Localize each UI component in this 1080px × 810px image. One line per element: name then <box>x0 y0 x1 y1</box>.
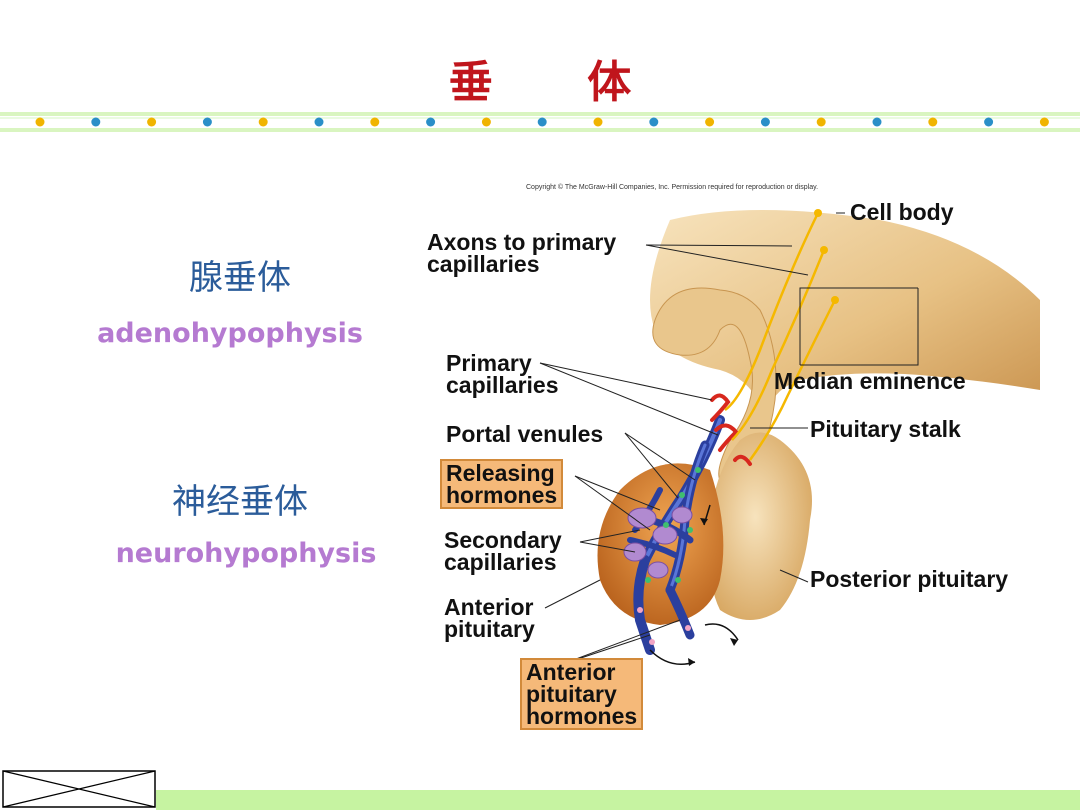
divider-dot <box>314 117 324 127</box>
divider-dot <box>816 117 826 127</box>
divider-dot <box>258 117 268 127</box>
label-anterior-pituitary-hormones: Anterior pituitary hormones <box>520 658 644 730</box>
pituitary-portal-diagram: Copyright © The McGraw-Hill Companies, I… <box>420 180 1060 740</box>
divider-dot <box>35 117 45 127</box>
label-axons-to-primary-capillaries: Axons to primary capillaries <box>427 229 617 277</box>
label-secondary-capillaries: Secondary capillaries <box>444 527 562 575</box>
copyright-notice: Copyright © The McGraw-Hill Companies, I… <box>526 184 819 191</box>
hypothalamus-tissue <box>650 210 1040 420</box>
label-releasing-hormones: Releasing hormones <box>440 459 564 509</box>
adenohypophysis-label: adenohypophysis <box>97 318 363 349</box>
hormone-flow-arrow <box>649 649 696 665</box>
divider-dot <box>91 117 101 127</box>
label-anterior-pituitary: Anterior pituitary <box>444 594 535 642</box>
divider-dot <box>872 117 882 127</box>
divider-dot <box>1039 117 1049 127</box>
divider-dot <box>481 117 491 127</box>
hormone-dots <box>645 467 701 583</box>
neuron-cell-bodies <box>814 209 839 304</box>
neuron-axons <box>724 212 837 461</box>
label-primary-capillaries: Primary capillaries <box>446 350 559 398</box>
divider-dot <box>537 117 547 127</box>
neurohypophysis-label: neurohypophysis <box>115 538 377 569</box>
primary-capillaries-red <box>710 393 752 466</box>
label-cell-body: Cell body <box>850 199 954 225</box>
infundibulum <box>652 287 777 481</box>
divider-dot <box>649 117 659 127</box>
pituitary-illustration <box>539 209 1040 666</box>
hormone-secreting-cells <box>623 506 693 579</box>
divider-dot <box>593 117 603 127</box>
leader-lines <box>539 212 919 666</box>
divider-dot <box>984 117 994 127</box>
divider-dot <box>760 117 770 127</box>
neurohypophysis-chinese-label: 神经垂体 <box>172 482 308 522</box>
divider-dot <box>202 117 212 127</box>
released-hormone-dots <box>637 607 691 645</box>
divider-dot <box>426 117 436 127</box>
slide-title: 垂 体 <box>448 57 671 108</box>
divider-dot <box>147 117 157 127</box>
adenohypophysis-chinese-label: 腺垂体 <box>189 258 291 298</box>
divider-dot <box>370 117 380 127</box>
hormone-flow-arrow-2 <box>704 623 739 641</box>
slide-nav-placeholder <box>2 770 156 808</box>
dotted-divider <box>0 112 1080 132</box>
label-median-eminence: Median eminence <box>774 368 966 394</box>
label-pituitary-stalk: Pituitary stalk <box>810 416 961 442</box>
divider-dot <box>705 117 715 127</box>
footer-bar <box>156 790 1080 810</box>
divider-dot <box>928 117 938 127</box>
label-posterior-pituitary: Posterior pituitary <box>810 566 1009 592</box>
label-portal-venules: Portal venules <box>446 421 604 447</box>
